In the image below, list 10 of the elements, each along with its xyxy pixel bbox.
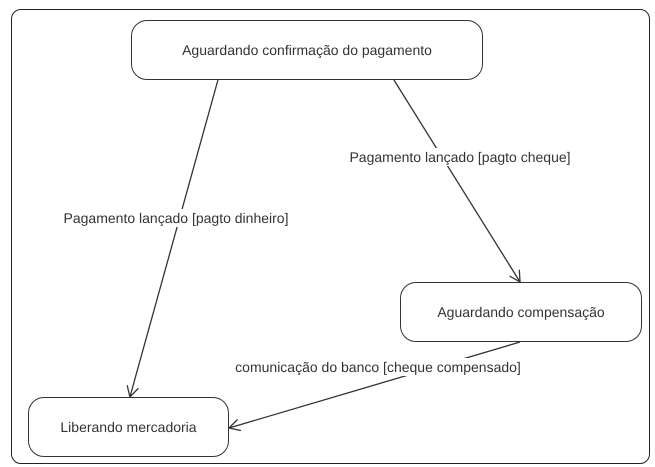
transition-arrow — [393, 80, 521, 283]
edge-label: comunicação do banco [cheque compensado] — [233, 358, 523, 376]
state-box — [400, 282, 642, 342]
edge-label: Pagamento lançado [pagto dinheiro] — [62, 209, 290, 227]
state-name: Aguardando confirmação do pagamento — [182, 42, 432, 58]
state-name: Liberando mercadoria — [60, 419, 197, 435]
state-name: Aguardando compensação — [437, 304, 605, 320]
state-box — [28, 397, 229, 457]
transition-arrow — [126, 80, 219, 398]
state-box — [131, 20, 483, 80]
